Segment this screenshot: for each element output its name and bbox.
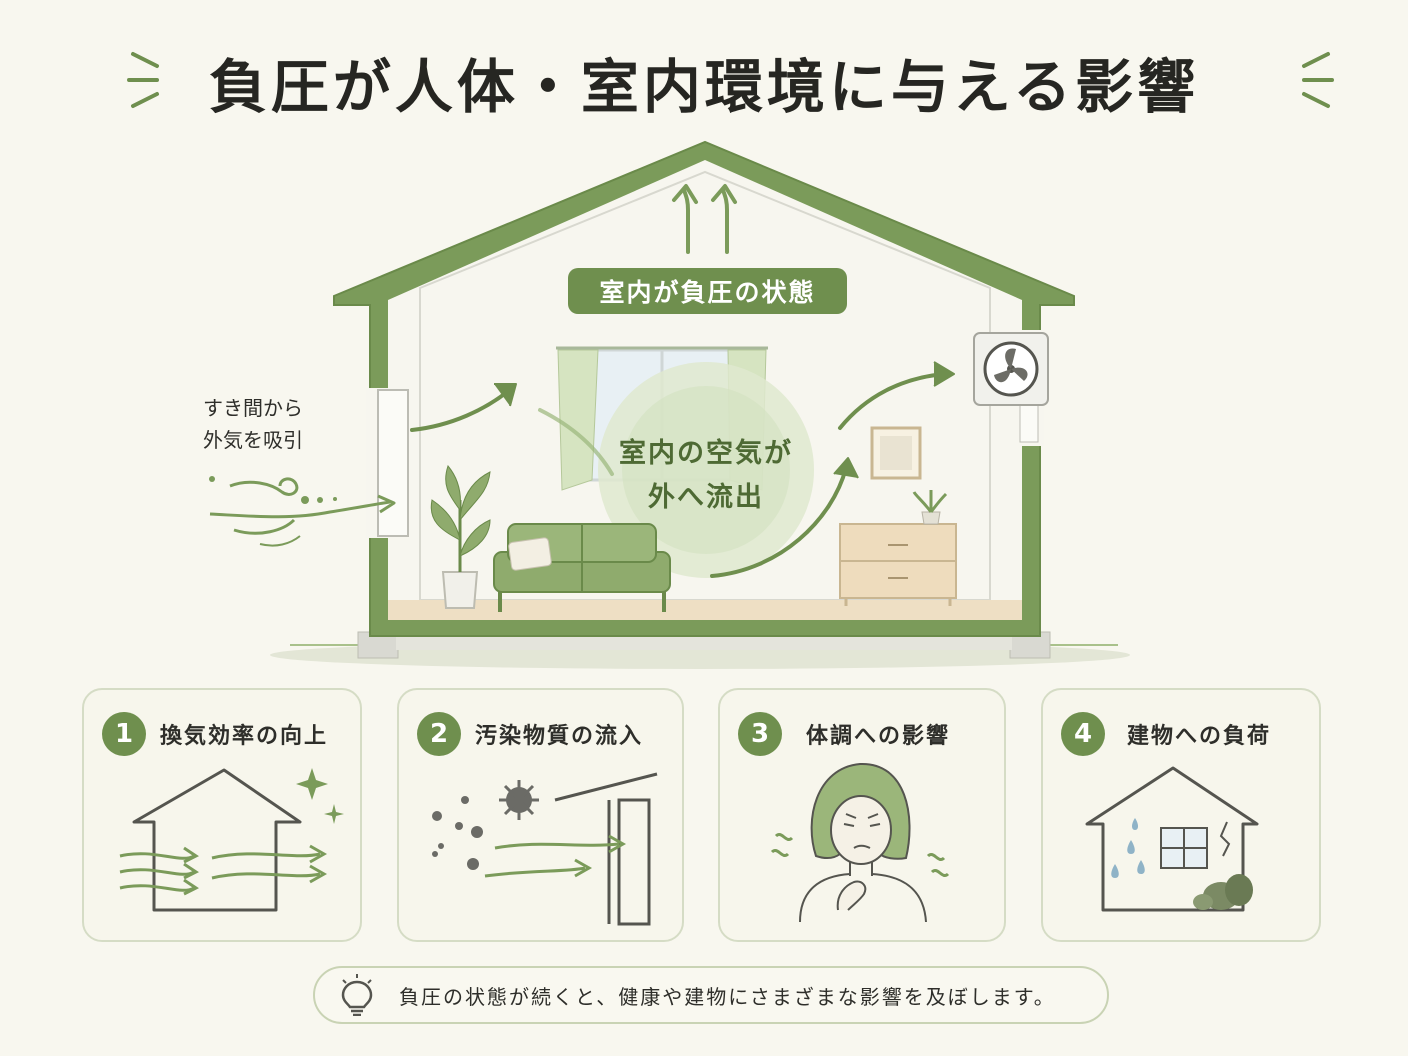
card-number: 4 (1061, 712, 1105, 756)
title-deco-right-icon (1302, 52, 1334, 108)
title-deco-left-icon (127, 52, 159, 108)
card-pollutants: 2 汚染物質の流入 (397, 688, 684, 942)
card-building: 4 建物への負荷 (1041, 688, 1321, 942)
card-number: 1 (102, 712, 146, 756)
card-label: 建物への負荷 (1127, 724, 1272, 749)
air-outflow-caption: 室内の空気が 外へ流出 (580, 432, 832, 520)
lightbulb-icon (341, 974, 373, 1016)
card-ventilation: 1 換気効率の向上 (82, 688, 362, 942)
wind-icon (209, 476, 396, 547)
air-intake-caption: すき間から 外気を吸引 (168, 392, 338, 456)
air-intake-line-2: 外気を吸引 (203, 428, 303, 452)
card-label: 換気効率の向上 (160, 724, 329, 749)
air-outflow-line-2: 外へ流出 (648, 482, 764, 513)
unwell-person-icon (770, 762, 950, 923)
card-label: 体調への影響 (806, 724, 951, 749)
pollutant-inflow-icon (432, 772, 658, 926)
card-label: 汚染物質の流入 (475, 724, 644, 749)
exhaust-fan-icon (973, 332, 1049, 406)
card-number: 2 (417, 712, 461, 756)
page-title: 負圧が人体・室内環境に与える影響 (208, 53, 1200, 121)
negative-pressure-status-label: 室内が負圧の状態 (568, 268, 847, 314)
damaged-house-icon (1085, 766, 1259, 912)
footer-note: 負圧の状態が続くと、健康や建物にさまざまな影響を及ぼします。 (313, 966, 1109, 1024)
house-illustration (209, 140, 1130, 669)
air-outflow-line-1: 室内の空気が (619, 438, 793, 469)
footer-text: 負圧の状態が続くと、健康や建物にさまざまな影響を及ぼします。 (399, 984, 1056, 1009)
air-intake-line-1: すき間から (203, 396, 303, 420)
card-health: 3 体調への影響 (718, 688, 1006, 942)
ventilation-house-icon (119, 768, 344, 912)
card-number: 3 (738, 712, 782, 756)
